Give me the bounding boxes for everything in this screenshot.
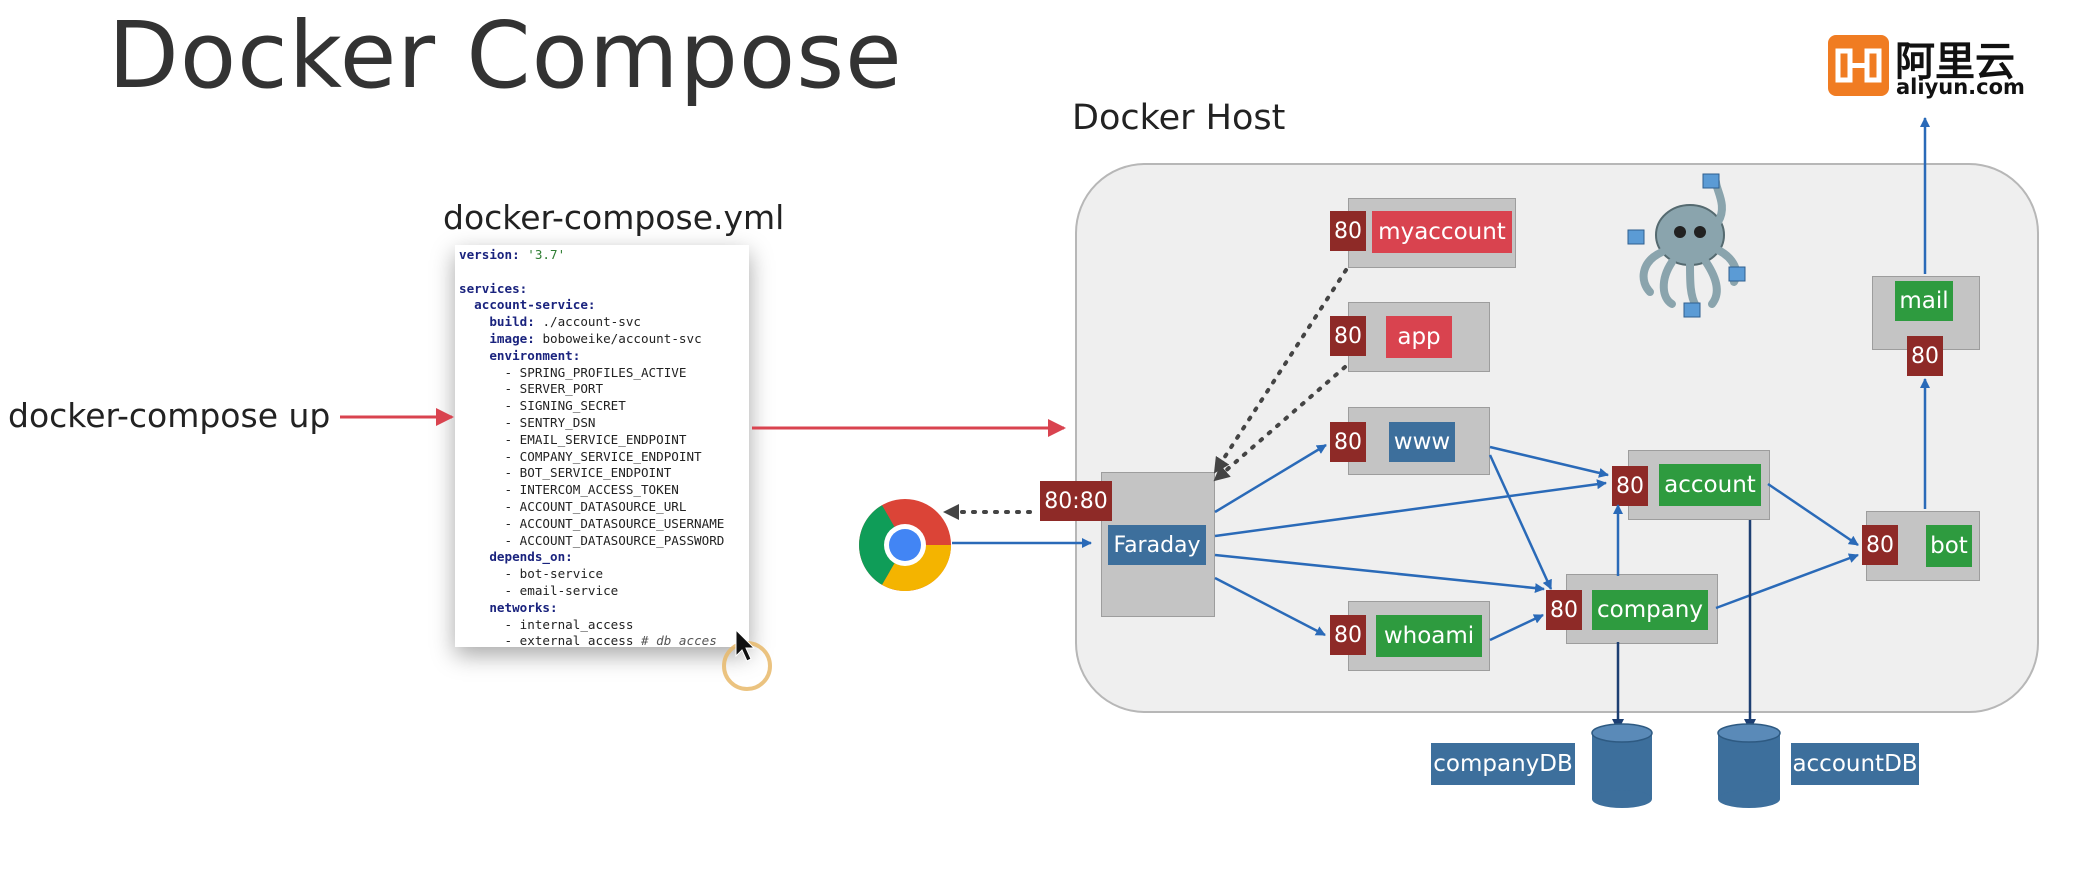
service-company-port: 80	[1546, 590, 1582, 630]
mouse-cursor-icon	[722, 628, 772, 691]
service-bot-port: 80	[1862, 525, 1898, 565]
aliyun-logo-icon	[1828, 35, 1889, 96]
service-mail-label: mail	[1895, 281, 1953, 321]
compose-file-snippet: version: '3.7' services: account-service…	[455, 245, 749, 647]
aliyun-logo: 阿里云 aliyun.com	[1828, 33, 2031, 99]
service-account-port: 80	[1612, 466, 1648, 506]
service-bot-label: bot	[1926, 525, 1972, 567]
service-app-label: app	[1386, 316, 1452, 358]
aliyun-logo-text: 阿里云	[1895, 39, 2015, 85]
companydb-label: companyDB	[1431, 743, 1575, 785]
service-faraday-label: Faraday	[1108, 525, 1206, 565]
docker-compose-octopus-icon	[1627, 173, 1746, 318]
service-account-label: account	[1659, 464, 1761, 506]
service-app-port: 80	[1330, 316, 1366, 356]
chrome-icon	[859, 499, 951, 591]
service-myaccount-port: 80	[1330, 211, 1366, 251]
yml-file-title: docker-compose.yml	[443, 198, 785, 237]
service-whoami-label: whoami	[1376, 615, 1482, 657]
service-whoami-port: 80	[1330, 615, 1366, 655]
slide-title: Docker Compose	[108, 2, 903, 109]
service-mail-port: 80	[1907, 336, 1943, 376]
accountdb-cylinder-icon	[1717, 723, 1781, 808]
service-faraday-port: 80:80	[1040, 481, 1112, 521]
service-www-port: 80	[1330, 422, 1366, 462]
companydb-cylinder-icon	[1591, 723, 1653, 808]
service-company-label: company	[1592, 590, 1708, 630]
service-www-label: www	[1389, 422, 1455, 462]
accountdb-label: accountDB	[1791, 743, 1919, 785]
service-myaccount-label: myaccount	[1372, 211, 1512, 253]
compose-command-label: docker-compose up	[8, 396, 331, 435]
docker-host-label: Docker Host	[1072, 98, 1286, 138]
aliyun-logo-domain: aliyun.com	[1896, 75, 2025, 99]
